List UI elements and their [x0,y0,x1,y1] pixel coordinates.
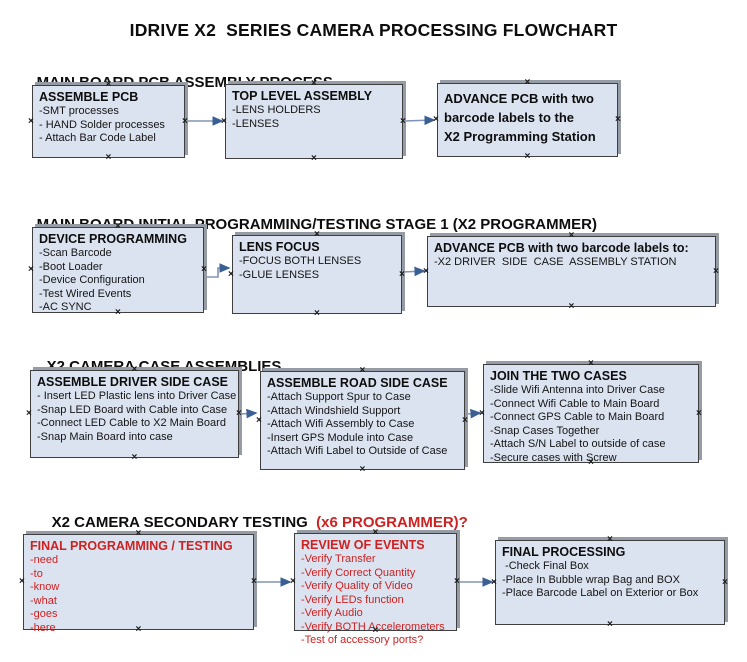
box-item: -Verify LEDs function [301,593,404,606]
box-item: -Connect GPS Cable to Main Board [490,411,665,423]
box-item: -Check Final Box [502,560,589,572]
box-item: -Verify Correct Quantity [301,566,416,579]
box-item: -Slide Wifi Antenna into Driver Case [490,384,665,396]
box-item: -SMT processes [39,105,119,117]
box-item: -Verify Quality of Video [301,580,413,592]
box-item-list: -X2 DRIVER SIDE CASE ASSEMBLY STATION [434,256,709,270]
box-advance-pcb-station: ADVANCE PCB with two barcode labels to t… [433,78,621,162]
box-title: REVIEW OF EVENTS [301,538,425,552]
box-item: -Attach Support Spur to Case [267,391,411,403]
flow-arrow [239,408,258,419]
box-title: ADVANCE PCB with two barcode labels to t… [444,91,596,144]
box-item: -know [30,581,60,593]
box-item: -Attach Wifi Assembly to Case [267,418,415,430]
box-title: ASSEMBLE DRIVER SIDE CASE [37,375,229,389]
box-item: -GLUE LENSES [239,268,320,281]
box-item: -Scan Barcode [39,247,112,259]
box-item-list: -SMT processes- HAND Solder processes- A… [39,105,178,146]
box-item-list: -Verify Transfer-Verify Correct Quantity… [301,553,450,648]
box-title: ADVANCE PCB with two barcode labels to: [434,241,689,255]
box-item: -Verify Transfer [301,553,376,565]
box-device-programming: DEVICE PROGRAMMING -Scan Barcode-Boot Lo… [28,222,207,318]
box-top-level-assembly: TOP LEVEL ASSEMBLY -LENS HOLDERS-LENSES … [221,79,406,164]
box-item: -Boot Loader [39,260,103,273]
section-heading-secondary-testing: X2 CAMERA SECONDARY TESTING (x6 PROGRAMM… [35,497,468,548]
box-item-list: -Scan Barcode-Boot Loader-Device Configu… [39,247,197,315]
box-title: JOIN THE TWO CASES [490,369,627,383]
box-assemble-road-side-case: ASSEMBLE ROAD SIDE CASE -Attach Support … [256,366,468,475]
flowchart-title: IDRIVE X2 SERIES CAMERA PROCESSING FLOWC… [129,20,618,40]
box-item: -LENS HOLDERS [232,104,321,116]
box-item: -Test of accessory ports? [301,634,424,646]
box-title: DEVICE PROGRAMMING [39,232,187,246]
box-item: -Test Wired Events [39,287,132,300]
flow-arrow [402,266,426,277]
box-final-programming-testing: FINAL PROGRAMMING / TESTING -need-to-kno… [19,529,257,635]
box-item: -Connect LED Cable to X2 Main Board [37,417,226,429]
box-item: -X2 DRIVER SIDE CASE ASSEMBLY STATION [434,256,677,268]
box-item: -here [30,621,56,634]
flow-arrow [403,115,436,126]
box-item: -Connect Wifi Cable to Main Board [490,397,660,410]
box-item: -FOCUS BOTH LENSES [239,255,362,267]
box-item-list: -Attach Support Spur to Case-Attach Wind… [267,391,458,459]
box-item-list: - Insert LED Plastic lens into Driver Ca… [37,390,237,444]
box-title: FINAL PROGRAMMING / TESTING [30,539,233,553]
box-item: -Secure cases with Screw [490,451,617,464]
box-item: -AC SYNC [39,301,92,313]
box-item: -Device Configuration [39,274,145,286]
section-heading-text: X2 CAMERA SECONDARY TESTING [51,514,317,531]
flow-arrow [465,408,482,419]
box-assemble-pcb: ASSEMBLE PCB -SMT processes- HAND Solder… [28,80,188,163]
box-item: -LENSES [232,117,280,130]
box-item-list: -need-to-know-what-goes-here [30,554,247,635]
box-title: ASSEMBLE ROAD SIDE CASE [267,376,448,390]
section-heading-red-text: (x6 PROGRAMMER)? [316,514,468,531]
box-item-list: -Slide Wifi Antenna into Driver Case-Con… [490,384,692,465]
box-item: -Place Barcode Label on Exterior or Box [502,587,699,599]
box-item: -Verify Audio [301,607,363,619]
box-assemble-driver-side-case: ASSEMBLE DRIVER SIDE CASE - Insert LED P… [26,365,242,463]
box-item: -Snap Main Board into case [37,430,173,443]
box-item-list: -LENS HOLDERS-LENSES [232,104,396,131]
box-title: TOP LEVEL ASSEMBLY [232,89,373,103]
box-item-list: -FOCUS BOTH LENSES-GLUE LENSES [239,255,395,282]
box-item: -Insert GPS Module into Case [267,431,414,444]
box-item-list: -Check Final Box-Place In Bubble wrap Ba… [502,560,718,601]
box-advance-pcb-driver: ADVANCE PCB with two barcode labels to: … [423,231,719,312]
box-item: - HAND Solder processes [39,118,165,131]
box-item: -to [30,567,43,580]
box-item: -Attach S/N Label to outside of case [490,438,666,450]
box-item: - Insert LED Plastic lens into Driver Ca… [37,390,237,402]
box-item: - Attach Bar Code Label [39,132,156,144]
box-item: -Attach Wifi Label to Outside of Case [267,445,448,457]
box-title: ASSEMBLE PCB [39,90,139,104]
box-item: -Place In Bubble wrap Bag and BOX [502,573,680,586]
flow-arrow [205,263,231,278]
box-item: -Snap Cases Together [490,424,600,437]
box-item: -goes [30,608,58,620]
box-final-processing: FINAL PROCESSING -Check Final Box-Place … [491,535,728,630]
box-lens-focus: LENS FOCUS -FOCUS BOTH LENSES-GLUE LENSE… [228,230,405,319]
box-item: -Snap LED Board with Cable into Case [37,403,228,416]
box-item: -need [30,554,59,566]
box-item: -Verify BOTH Accelerometers [301,620,445,633]
box-join-the-two-cases: JOIN THE TWO CASES -Slide Wifi Antenna i… [479,359,702,468]
box-title: LENS FOCUS [239,240,320,254]
box-item: -Attach Windshield Support [267,404,401,417]
box-item: -what [30,594,57,607]
box-title: FINAL PROCESSING [502,545,626,559]
box-review-of-events: REVIEW OF EVENTS -Verify Transfer-Verify… [290,528,460,647]
